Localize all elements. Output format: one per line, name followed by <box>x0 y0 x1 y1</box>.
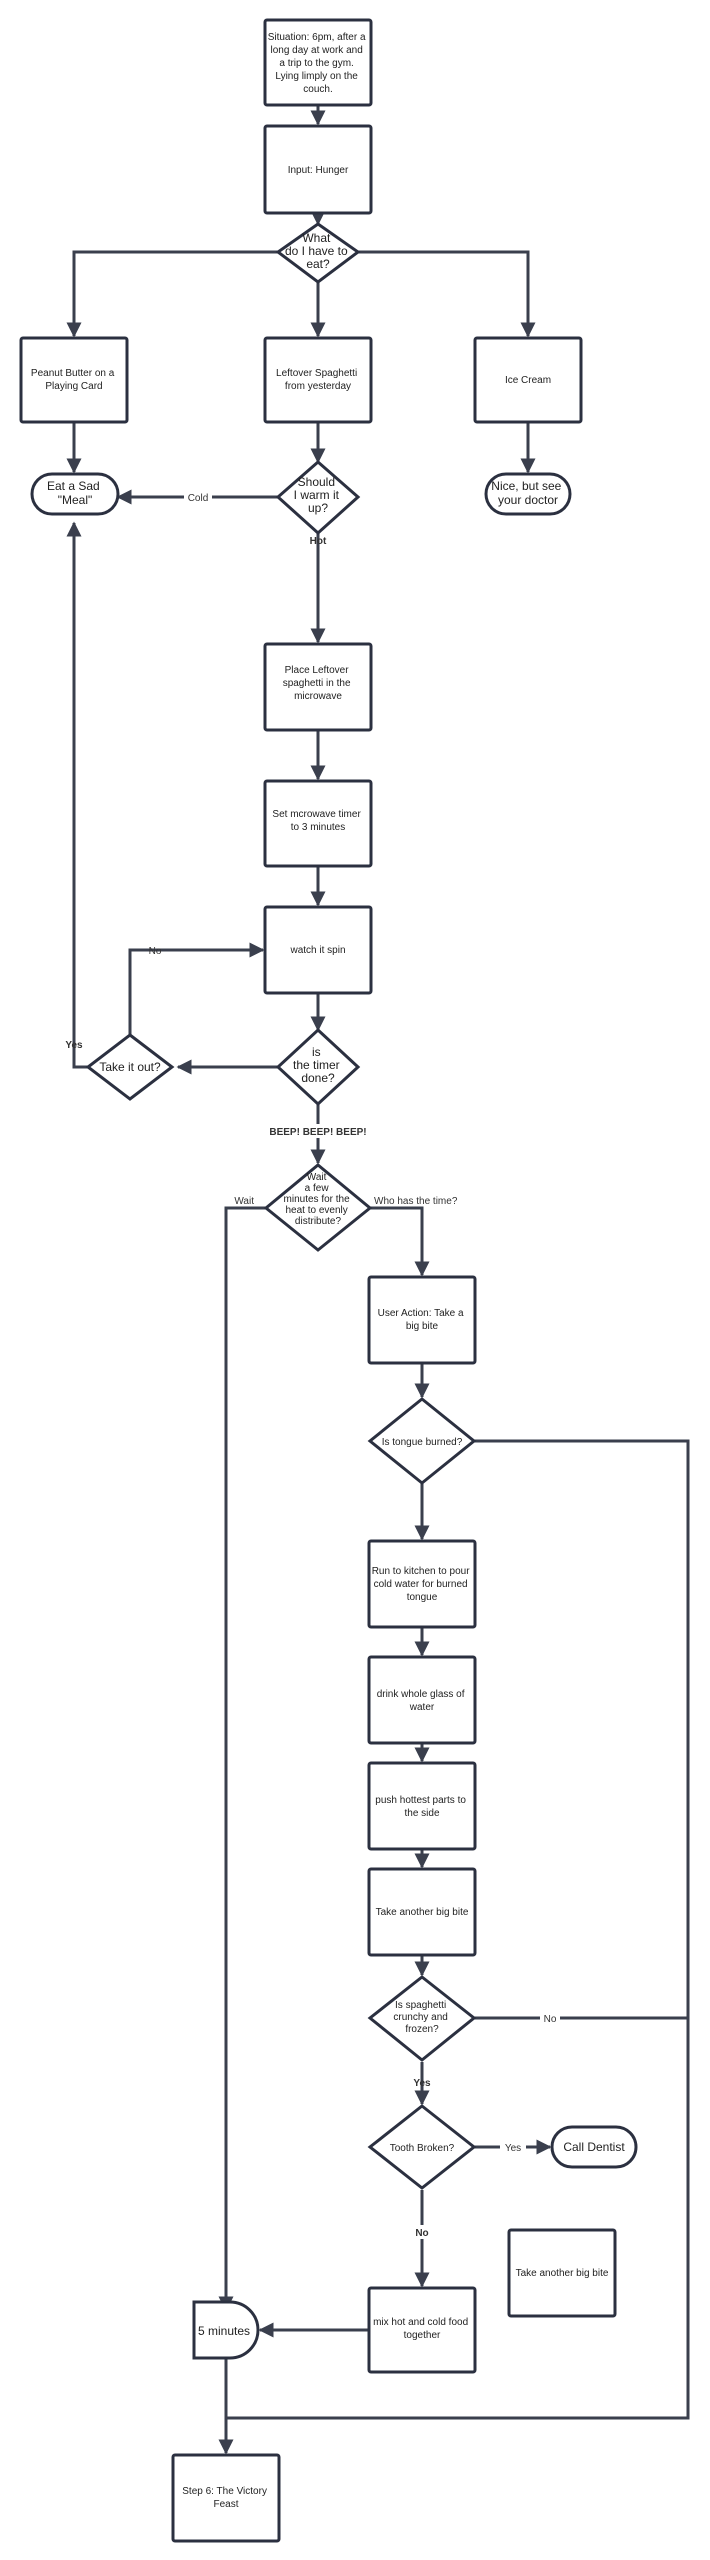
node-should-warm: Should I warm it up? <box>275 460 361 536</box>
edge-wait-to-bite <box>370 1206 430 1277</box>
call-dentist-label: Call Dentist <box>563 2140 625 2154</box>
edge-label-yes-sad: Yes <box>65 1040 83 1051</box>
svg-text:Peanut Butter on a Playi: Peanut Butter on a Playing Card <box>31 368 117 392</box>
node-take-big-bite: User Action: Take a big bite <box>367 1275 477 1365</box>
node-peanut-butter: Peanut Butter on a Playing Card <box>19 336 129 424</box>
node-eat-sad-meal: Eat a Sad "Meal" <box>30 472 120 516</box>
edge-label-no-spin: No <box>149 946 162 957</box>
node-run-kitchen: Run to kitchen to pour cold water for bu… <box>367 1539 477 1629</box>
svg-text:Set mcrowave timer to 3: Set mcrowave timer to 3 minutes <box>272 809 363 833</box>
edge-label-yes-tooth: Yes <box>413 2078 431 2089</box>
node-input-hunger: Input: Hunger <box>263 124 373 215</box>
node-victory-feast: Step 6: The Victory Feast <box>171 2453 281 2543</box>
node-leftover-spaghetti: Leftover Spaghetti from yesterday <box>263 336 373 424</box>
watch-spin-label: watch it spin <box>289 945 345 956</box>
edge-label-hot: Hot <box>310 536 327 547</box>
edge-label-beep: BEEP! BEEP! BEEP! <box>269 1127 366 1138</box>
another-bite-1-label: Take another big bite <box>376 1907 469 1918</box>
node-tongue-burned: Is tongue burned? <box>367 1397 477 1485</box>
edge-what-to-peanut <box>66 250 278 338</box>
svg-text:Place Leftover spaghetti: Place Leftover spaghetti in the microwav… <box>283 665 354 702</box>
node-situation: Situation: 6pm, after a long day at work… <box>263 18 373 107</box>
edge-takeout-to-sad-yes <box>66 521 88 1069</box>
node-another-bite-1: Take another big bite <box>367 1867 477 1957</box>
node-timer-done: is the timer done? <box>275 1027 361 1107</box>
svg-text:Nice, but see your docto: Nice, but see your doctor <box>491 479 564 507</box>
svg-text:Eat a Sad "Meal": Eat a Sad "Meal" <box>47 479 103 507</box>
svg-text:User Action: Take a big: User Action: Take a big bite <box>378 1308 467 1332</box>
node-drink-water: drink whole glass of water <box>367 1655 477 1745</box>
svg-text:Situation: 6pm, after a: Situation: 6pm, after a long day at work… <box>268 32 369 95</box>
tongue-burned-label: Is tongue burned? <box>382 1437 463 1448</box>
take-it-out-label: Take it out? <box>99 1060 161 1074</box>
edge-label-no-mix: No <box>415 2228 428 2239</box>
node-place-microwave: Place Leftover spaghetti in the microwav… <box>263 642 373 732</box>
svg-text:Step 6: The Victory Feas: Step 6: The Victory Feast <box>182 2486 269 2510</box>
node-call-dentist: Call Dentist <box>550 2125 638 2169</box>
edge-label-yes-dentist: Yes <box>505 2143 521 2154</box>
node-set-timer: Set mcrowave timer to 3 minutes <box>263 779 373 868</box>
svg-text:Is spaghetti crunchy and: Is spaghetti crunchy and frozen? <box>393 2000 450 2035</box>
svg-text:drink whole glass of wat: drink whole glass of water <box>377 1689 468 1713</box>
node-tooth-broken: Tooth Broken? <box>367 2104 477 2190</box>
svg-text:mix hot and cold food to: mix hot and cold food together <box>373 2317 471 2341</box>
svg-text:Wait a few minutes: Wait a few minutes for the heat to evenl… <box>284 1172 353 1227</box>
svg-text:Should I warm it u: Should I warm it up? <box>294 475 343 515</box>
node-ice-cream: Ice Cream <box>473 336 583 424</box>
edge-label-who-has-time: Who has the time? <box>374 1196 458 1207</box>
input-hunger-label: Input: Hunger <box>288 165 349 176</box>
edge-label-no-crunchy: No <box>544 2014 557 2025</box>
node-take-it-out: Take it out? <box>85 1033 175 1101</box>
node-five-minutes: 5 minutes <box>192 2300 260 2360</box>
tooth-broken-label: Tooth Broken? <box>390 2143 455 2154</box>
node-wait-minutes: Wait a few minutes for the heat to evenl… <box>263 1163 373 1252</box>
svg-text:Leftover Spaghetti from: Leftover Spaghetti from yesterday <box>276 368 360 392</box>
another-bite-2-label: Take another big bite <box>516 2268 609 2279</box>
edge-takeout-to-spin-no <box>128 942 265 1035</box>
node-what-eat: What do I have to eat? <box>275 222 361 284</box>
edge-label-wait: Wait <box>234 1196 254 1207</box>
node-nice-doctor: Nice, but see your doctor <box>484 472 572 516</box>
node-watch-spin: watch it spin <box>263 905 373 995</box>
svg-text:Run to kitchen to pour c: Run to kitchen to pour cold water for bu… <box>372 1566 473 1603</box>
edge-tongue-to-merge <box>226 1439 690 2420</box>
svg-text:push hottest parts to th: push hottest parts to the side <box>375 1795 468 1819</box>
edge-labels: Cold Hot No Yes BEEP! BEEP! BEEP! Wait W… <box>65 490 560 2239</box>
situation-line: Situation: 6pm, after a <box>268 32 366 43</box>
node-mix-food: mix hot and cold food together <box>367 2286 477 2374</box>
node-push-hottest: push hottest parts to the side <box>367 1761 477 1851</box>
edge-what-to-icecream <box>358 250 536 338</box>
edge-wait-to-five-minutes <box>218 1206 266 2312</box>
svg-text:What do I have to: What do I have to eat? <box>285 231 351 271</box>
edge-label-cold: Cold <box>188 493 209 504</box>
node-another-bite-2: Take another big bite <box>507 2228 617 2318</box>
five-minutes-label: 5 minutes <box>198 2324 250 2338</box>
node-crunchy-frozen: Is spaghetti crunchy and frozen? <box>367 1975 477 2062</box>
svg-text:is the timer done?: is the timer done? <box>293 1045 343 1085</box>
ice-cream-label: Ice Cream <box>505 375 551 386</box>
